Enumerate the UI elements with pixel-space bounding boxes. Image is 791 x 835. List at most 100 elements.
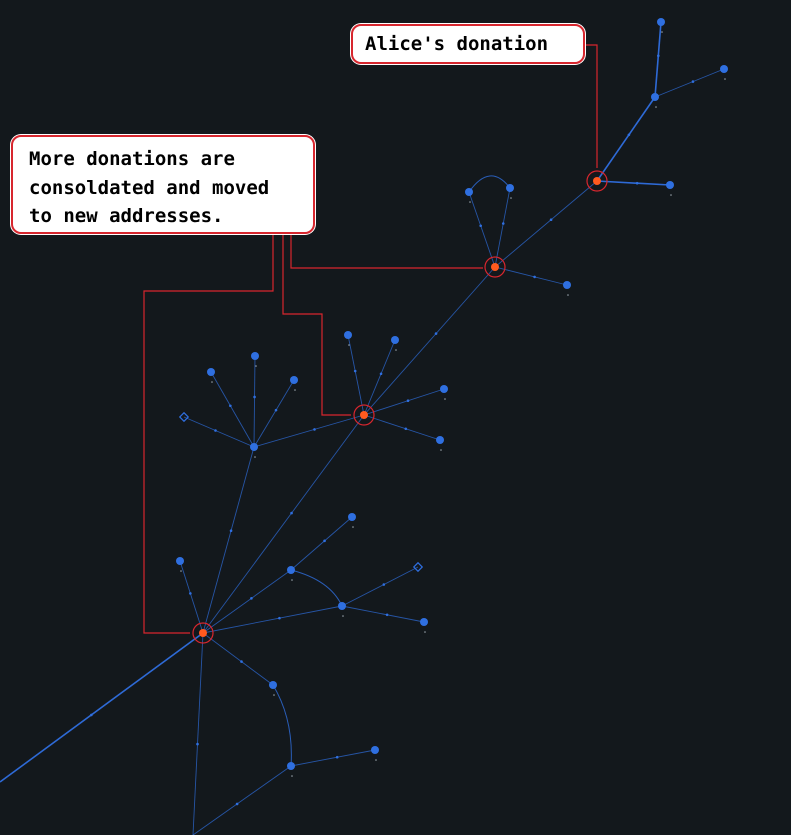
edge-arrow-s1-h3 <box>313 428 316 431</box>
edge-arrow-alice-t4 <box>635 181 639 185</box>
edge-h4-c2 <box>202 569 292 634</box>
node-marker-c4 <box>342 615 344 617</box>
edge-arrow-h2-l3 <box>533 275 536 279</box>
address-node-s1 <box>250 443 258 451</box>
edge-arrow-c4-c6 <box>385 613 389 617</box>
edge-h4-h3 <box>202 414 365 634</box>
address-node-m4 <box>436 436 444 444</box>
edge-alice-t4 <box>596 180 671 186</box>
node-marker-m3 <box>444 398 446 400</box>
address-node-c4 <box>338 602 346 610</box>
edge-arrow-h3-m1 <box>353 369 357 373</box>
edge-h3-h2 <box>363 266 496 416</box>
edge-c8-c9 <box>290 749 376 767</box>
address-node-t4 <box>666 181 674 189</box>
address-node-c7 <box>269 681 277 689</box>
node-marker-l1 <box>469 201 471 203</box>
edge-arrow-h4-c7 <box>240 660 243 663</box>
more-donations-line-3: to new addresses. <box>29 205 224 227</box>
hub-ring-h3 <box>353 404 375 426</box>
edge-arrow-c8-c9 <box>335 755 339 759</box>
node-marker-l2 <box>510 197 512 199</box>
edge-s1-s5 <box>183 416 255 448</box>
edge-arrow-c4-c5 <box>382 583 386 586</box>
edge-arrow-s1-s2 <box>229 404 232 408</box>
edge-h2-l1 <box>468 191 496 268</box>
node-marker-c3 <box>352 526 354 528</box>
edge-arrow-c8-out2 <box>235 802 239 806</box>
edge-h3-m2 <box>363 339 396 416</box>
address-node-l1 <box>465 188 473 196</box>
address-node-t3 <box>720 65 728 73</box>
node-marker-c9 <box>375 759 377 761</box>
node-marker-c8 <box>291 775 293 777</box>
edge-arrow-alice-t1 <box>627 133 631 137</box>
hub-node-alice <box>593 177 601 185</box>
alice-donation-label: Alice's donation <box>365 33 549 55</box>
hub-node-h3 <box>360 411 368 419</box>
node-marker-t1 <box>655 106 657 108</box>
hub-ring-h2 <box>484 256 506 278</box>
edge-h2-alice <box>494 180 598 268</box>
edge-arrow-t1-t3 <box>691 80 695 83</box>
edge-alice-t1 <box>596 96 656 182</box>
edge-c2-c3 <box>290 516 353 571</box>
edge-arrow-c2-c3 <box>323 539 326 543</box>
address-node-c1 <box>176 557 184 565</box>
edge-arrow-s1-s4 <box>274 408 278 412</box>
more-donations-callout: More donations are consoldated and moved… <box>11 135 315 234</box>
node-marker-s1 <box>254 456 256 458</box>
hub-ring-alice <box>586 170 608 192</box>
address-node-m2 <box>391 336 399 344</box>
edge-arrow-h3-h2 <box>434 332 438 335</box>
edge-arrow-h4-c1 <box>189 592 192 595</box>
edge-l1-l2 <box>468 175 511 193</box>
graph-nodes[interactable] <box>176 18 728 777</box>
diamond-node-c5 <box>412 561 424 573</box>
address-node-c6 <box>420 618 428 626</box>
edge-arrow-h4-h3 <box>290 511 293 515</box>
edge-c8-out2 <box>192 765 292 835</box>
address-node-c8 <box>287 762 295 770</box>
edge-arrow-h4-s1 <box>229 529 233 532</box>
edge-arrow-s1-s5 <box>214 429 217 432</box>
address-node-t2 <box>657 18 665 26</box>
node-marker-m2 <box>395 349 397 351</box>
edge-h3-m1 <box>347 334 365 416</box>
edge-arrow-s1-s3 <box>253 395 256 399</box>
node-marker-s4 <box>294 389 296 391</box>
more-callout-leader-h3 <box>282 234 351 416</box>
edge-h4-c7 <box>202 632 274 686</box>
address-node-l2 <box>506 184 514 192</box>
graph-edges <box>0 21 725 835</box>
edge-arrow-h4-c4 <box>278 616 281 620</box>
address-node-t1 <box>651 93 659 101</box>
address-node-c9 <box>371 746 379 754</box>
edge-h4-s1 <box>202 446 255 634</box>
address-node-s4 <box>290 376 298 384</box>
callout-leader-lines <box>143 44 598 634</box>
edge-c4-c6 <box>341 605 425 623</box>
hub-node-h4 <box>199 629 207 637</box>
edge-h3-m4 <box>363 414 441 441</box>
edge-c7-c8 <box>272 684 292 767</box>
edge-arrow-h4-out1 <box>90 713 93 717</box>
diamond-node-s5 <box>178 411 190 423</box>
address-node-c3 <box>348 513 356 521</box>
edge-arrow-h2-l1 <box>479 224 483 228</box>
edge-c4-c5 <box>341 566 419 607</box>
more-donations-line-2: consoldated and moved <box>29 176 270 199</box>
node-marker-c2 <box>291 579 293 581</box>
node-marker-c6 <box>424 631 426 633</box>
address-node-l3 <box>563 281 571 289</box>
hub-ring-h4 <box>192 622 214 644</box>
edge-arrow-h4-out2 <box>196 742 199 746</box>
node-marker-s3 <box>255 365 257 367</box>
edge-c2-c4 <box>290 569 343 607</box>
edge-s1-s2 <box>210 371 255 448</box>
node-marker-c1 <box>180 570 182 572</box>
node-marker-t4 <box>670 194 672 196</box>
edge-t1-t2 <box>654 21 662 98</box>
edge-arrow-h2-alice <box>549 218 553 221</box>
